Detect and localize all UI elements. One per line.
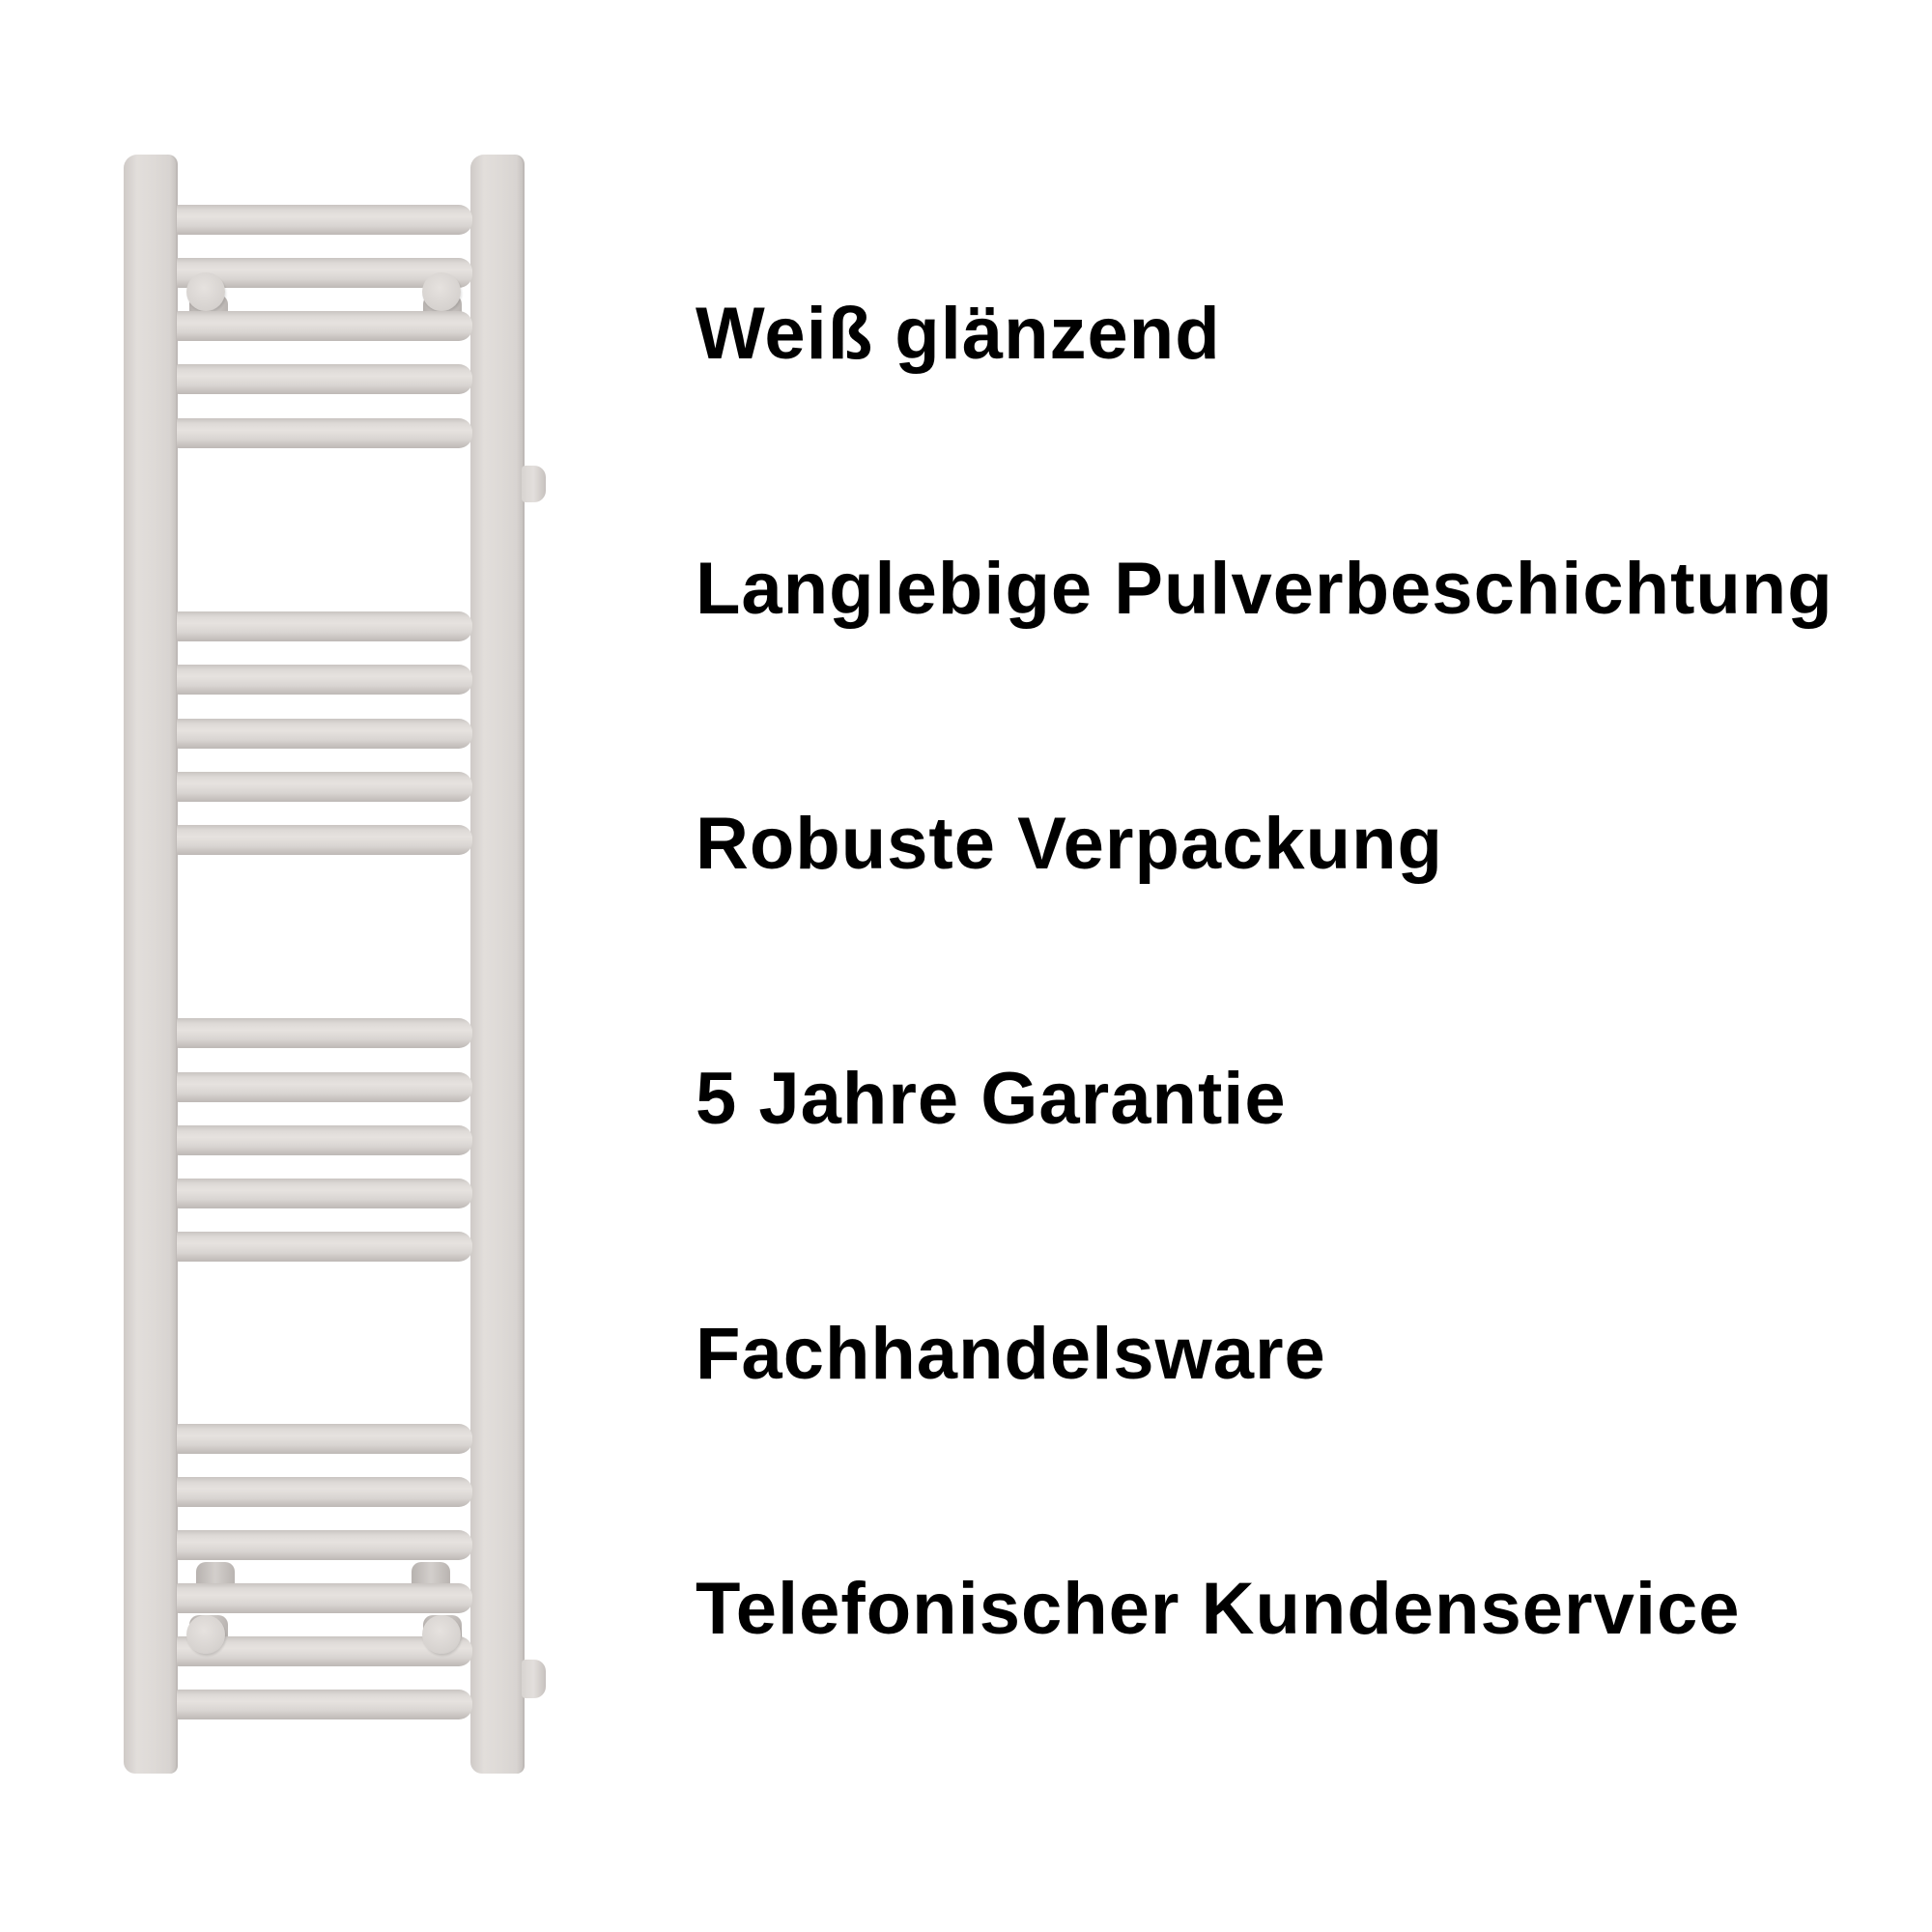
wall-bracket-cap (422, 1615, 461, 1654)
radiator-bar (177, 611, 472, 641)
radiator-bar (177, 1530, 472, 1560)
radiator-bar (177, 1583, 472, 1613)
wall-bracket-cap (422, 272, 461, 311)
radiator-bar (177, 825, 472, 855)
feature-item: Fachhandelsware (696, 1313, 1326, 1395)
radiator-illustration (0, 0, 599, 1932)
feature-item: Weiß glänzend (696, 293, 1221, 375)
feature-item: Robuste Verpackung (696, 803, 1443, 885)
feature-item: 5 Jahre Garantie (696, 1058, 1287, 1140)
radiator-bar (177, 1232, 472, 1262)
feature-item: Telefonischer Kundenservice (696, 1568, 1741, 1650)
radiator-bar (177, 1424, 472, 1454)
radiator-bar (177, 1072, 472, 1102)
radiator-bar (177, 1125, 472, 1155)
feature-item: Langlebige Pulverbeschichtung (696, 548, 1833, 630)
radiator-bar (177, 1477, 472, 1507)
radiator-bar (177, 719, 472, 749)
radiator-bar (177, 1018, 472, 1048)
radiator-left-post (124, 155, 178, 1774)
radiator-bar (177, 665, 472, 695)
radiator-bar (177, 772, 472, 802)
radiator-bar (177, 1690, 472, 1719)
radiator-bar (177, 311, 472, 341)
radiator-bar (177, 418, 472, 448)
feature-list: Weiß glänzend Langlebige Pulverbeschicht… (696, 0, 1913, 1932)
radiator-bar (177, 364, 472, 394)
valve-connector-top (522, 466, 546, 502)
radiator-bar (177, 205, 472, 235)
radiator-bar (177, 1179, 472, 1208)
wall-bracket-cap (186, 272, 225, 311)
wall-bracket-cap (186, 1615, 225, 1654)
radiator-right-post (470, 155, 525, 1774)
valve-connector-bottom (522, 1660, 546, 1698)
